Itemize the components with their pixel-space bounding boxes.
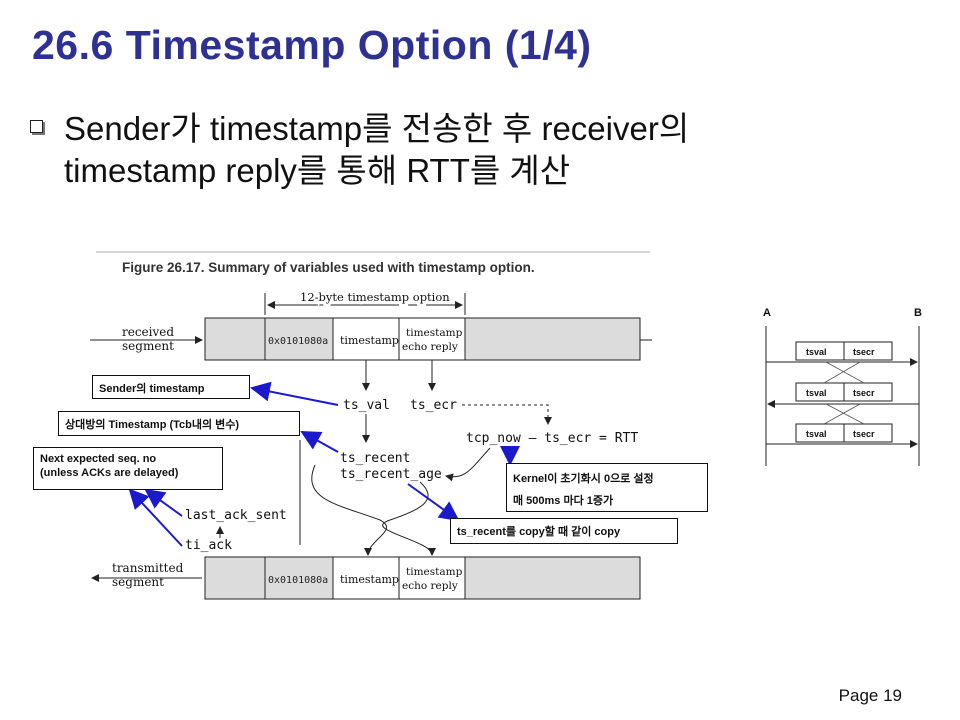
seq-tsecr-box-2 [843,382,893,402]
ts-recent-age-variable: ts_recent_age [340,467,442,482]
next-seq-annotation-arrow-2 [128,488,183,547]
seq-tsecr-1: tsecr [853,347,875,357]
transmitted-hex: 0x0101080a [268,575,328,586]
seq-cross-4 [825,403,865,425]
next-seq-line-1: Next expected seq. no [40,453,157,465]
received-timestamp-cell [332,317,400,361]
seq-tsecr-2: tsecr [853,388,875,398]
host-a-label: A [763,307,771,319]
seq-tsval-2: tsval [806,388,827,398]
transmitted-echo-line-1: timestamp [406,566,463,578]
ts-val-variable: ts_val [343,398,390,413]
kernel-line-1: Kernel이 초기화시 0으로 설정 [513,473,654,485]
received-label-line-1: received [122,325,174,339]
sender-timestamp-annotation: Sender의 timestamp [92,375,250,399]
bullet-square-icon [30,120,43,133]
received-label-line-2: segment [122,339,174,353]
transmitted-label-line-2: segment [112,575,164,589]
bullet-line-2: timestamp reply를 통해 RTT를 계산 [64,152,571,189]
seq-cross-2 [825,361,865,384]
transmitted-hex-cell [264,556,334,600]
received-echo-cell [398,317,466,361]
option-span-label: 12-byte timestamp option [300,290,450,304]
transmitted-echo-cell [398,556,466,600]
seq-tsval-3: tsval [806,429,827,439]
next-seq-line-2: (unless ACKs are delayed) [40,467,179,479]
page-number: Page 19 [838,686,902,705]
ti-ack-variable: ti_ack [185,538,232,553]
rtt-formula: tcp_now – ts_ecr = RTT [466,431,638,446]
last-ack-to-timestamp-curve [311,464,388,556]
received-hex: 0x0101080a [268,336,328,347]
tsecr-to-rtt-arrow [462,404,552,425]
transmitted-timestamp: timestamp [340,573,399,586]
next-seq-annotation-arrow-1 [144,488,183,517]
transmitted-timestamp-cell [332,556,400,600]
seq-tsval-1: tsval [806,347,827,357]
last-ack-sent-variable: last_ack_sent [185,508,287,523]
bullet-line-1: Sender가 timestamp를 전송한 후 receiver의 [64,110,690,147]
seq-cross-1 [823,361,861,384]
seq-tsecr-3: tsecr [853,429,875,439]
received-echo-line-1: timestamp [406,327,463,339]
page-title: 26.6 Timestamp Option (1/4) [32,22,592,68]
sender-ts-annotation-arrow [250,381,339,406]
received-timestamp: timestamp [340,334,399,347]
ts-ecr-variable: ts_ecr [410,398,457,413]
figure-caption: Figure 26.17. Summary of variables used … [122,260,535,275]
next-seq-annotation: Next expected seq. no (unless ACKs are d… [33,447,223,490]
host-b-label: B [914,307,922,319]
seq-tsecr-box-1 [843,341,893,361]
ts-recent-variable: ts_recent [340,451,410,466]
transmitted-label-line-1: transmitted [112,561,184,575]
kernel-annotation: Kernel이 초기화시 0으로 설정 매 500ms 마다 1증가 [506,463,708,512]
copy-annotation: ts_recent를 copy할 때 같이 copy [450,518,678,544]
bullet-text: Sender가 timestamp를 전송한 후 receiver의 times… [64,108,904,192]
copy-annotation-arrow [407,483,460,522]
received-echo-line-2: echo reply [402,341,458,353]
ts-recent-to-echo-curve [382,481,436,556]
peer-timestamp-annotation: 상대방의 Timestamp (Tcb내의 변수) [58,411,300,436]
seq-cross-3 [823,403,861,425]
transmitted-echo-line-2: echo reply [402,580,458,592]
seq-tsecr-box-3 [843,423,893,443]
kernel-line-2: 매 500ms 마다 1증가 [513,495,614,507]
tcp-now-to-age-curve [445,447,491,482]
peer-ts-annotation-arrow [300,431,339,453]
